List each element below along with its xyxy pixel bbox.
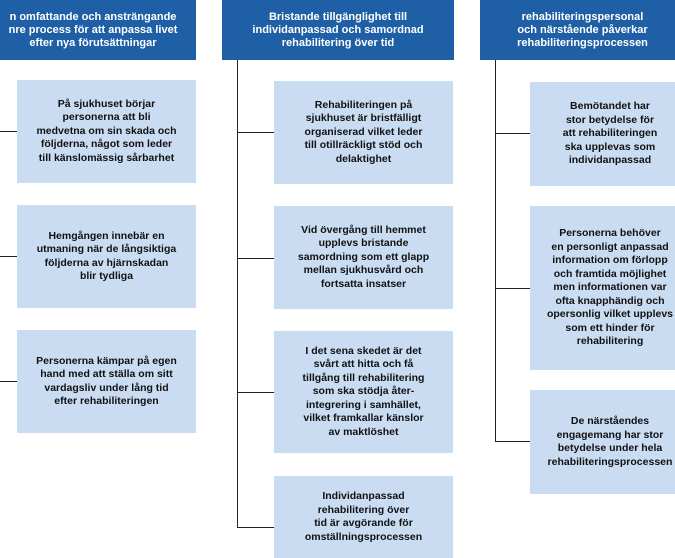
- column-2-branch-4: [237, 527, 274, 528]
- column-2-box-1: Rehabiliteringen på sjukhuset är bristfä…: [274, 81, 453, 184]
- column-2-box-3: I det sena skedet är det svårt att hitta…: [274, 331, 453, 453]
- column-3-connector: [495, 60, 496, 442]
- column-1-branch-3: [0, 381, 17, 382]
- column-1-branch-2: [0, 256, 17, 257]
- column-3-box-1: Bemötandet har stor betydelse för att re…: [530, 82, 675, 186]
- column-2-branch-1: [237, 132, 274, 133]
- column-3-branch-2: [495, 288, 530, 289]
- column-2-branch-2: [237, 258, 274, 259]
- column-1-branch-1: [0, 131, 17, 132]
- column-2-box-4: Individanpassad rehabilitering över tid …: [274, 476, 453, 558]
- column-1-box-1: På sjukhuset börjar personerna att bli m…: [17, 80, 196, 183]
- column-1-box-2: Hemgången innebär en utmaning när de lån…: [17, 205, 196, 308]
- column-2-box-2: Vid övergång till hemmet upplevs bristan…: [274, 206, 453, 309]
- column-2-header: Bristande tillgänglighet till individanp…: [222, 0, 454, 60]
- column-1-box-3: Personerna kämpar på egen hand med att s…: [17, 330, 196, 433]
- column-3-box-3: De närståendes engagemang har stor betyd…: [530, 390, 675, 494]
- column-3-box-2: Personerna behöver en personligt anpassa…: [530, 206, 675, 370]
- column-2-branch-3: [237, 392, 274, 393]
- column-3-branch-3: [495, 441, 530, 442]
- column-3-branch-1: [495, 133, 530, 134]
- column-2-connector: [237, 60, 238, 528]
- column-3-header: rehabiliteringspersonal och närstående p…: [480, 0, 675, 60]
- column-1-header: n omfattande och ansträngande nre proces…: [0, 0, 196, 60]
